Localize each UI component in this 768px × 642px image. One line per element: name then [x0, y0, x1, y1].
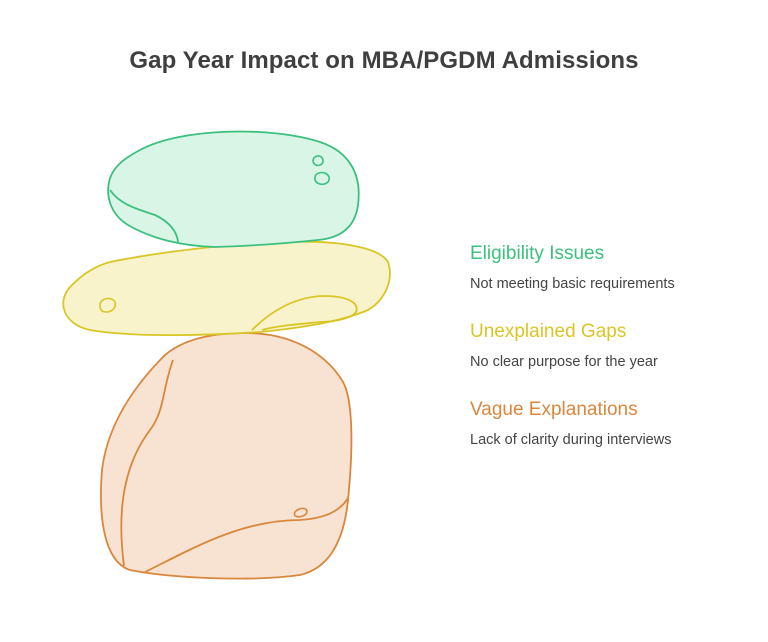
- unexplained-gaps-stone: [62, 240, 391, 337]
- legend-item-eligibility-issues: Eligibility Issues Not meeting basic req…: [470, 242, 760, 320]
- legend-item-title: Unexplained Gaps: [470, 321, 627, 342]
- legend-item-unexplained-gaps: Unexplained Gaps No clear purpose for th…: [470, 320, 760, 398]
- legend-item-description: No clear purpose for the year: [470, 354, 658, 370]
- eligibility-issues-stone: [107, 130, 360, 248]
- legend: Eligibility Issues Not meeting basic req…: [470, 242, 760, 476]
- legend-item-title: Vague Explanations: [470, 399, 638, 420]
- legend-item-description: Lack of clarity during interviews: [470, 432, 672, 448]
- legend-item-description: Not meeting basic requirements: [470, 276, 675, 292]
- legend-item-title: Eligibility Issues: [470, 243, 605, 264]
- vague-explanations-stone: [100, 332, 353, 580]
- diagram-title: Gap Year Impact on MBA/PGDM Admissions: [129, 47, 639, 74]
- legend-item-vague-explanations: Vague Explanations Lack of clarity durin…: [470, 398, 760, 476]
